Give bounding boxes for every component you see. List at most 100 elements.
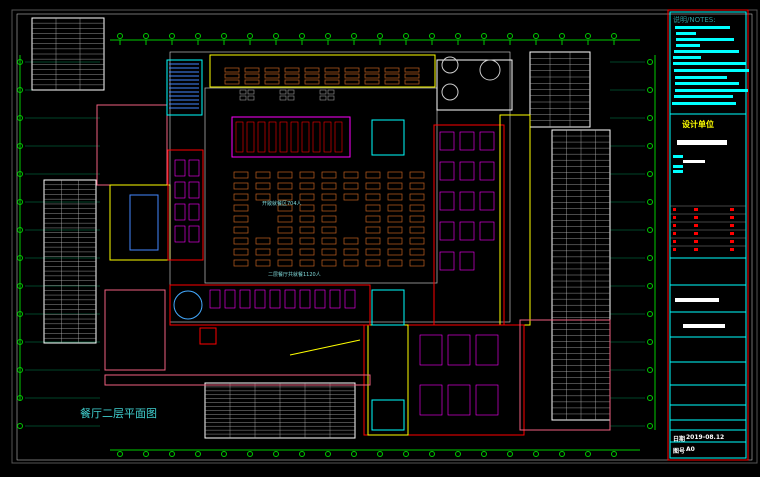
axis-bubble bbox=[17, 311, 23, 317]
axis-bubble bbox=[169, 33, 175, 39]
dining-table bbox=[233, 193, 249, 201]
round-table bbox=[239, 89, 247, 95]
axis-bubble bbox=[325, 451, 331, 457]
total-seating-label: 二层餐厅共就餐1120人 bbox=[268, 272, 321, 278]
axis-bubble bbox=[221, 33, 227, 39]
dining-table bbox=[244, 79, 260, 85]
axis-bubble bbox=[247, 33, 253, 39]
dining-table bbox=[321, 171, 337, 179]
tb-cell bbox=[730, 224, 734, 227]
dining-table bbox=[277, 182, 293, 190]
kitchen-equipment bbox=[447, 384, 471, 416]
tb-text bbox=[683, 160, 705, 163]
axis-bubble bbox=[169, 451, 175, 457]
dining-table bbox=[277, 193, 293, 201]
axis-bubble bbox=[507, 451, 513, 457]
dining-table bbox=[365, 226, 381, 234]
dining-table bbox=[343, 171, 359, 179]
design-unit-name bbox=[677, 140, 727, 145]
dining-table bbox=[277, 215, 293, 223]
tb-cell bbox=[730, 216, 734, 219]
axis-bubble bbox=[17, 283, 23, 289]
kitchen-equipment bbox=[479, 161, 495, 181]
dining-table bbox=[277, 237, 293, 245]
kitchen-equipment bbox=[447, 334, 471, 366]
dining-table bbox=[365, 171, 381, 179]
kitchen-equipment bbox=[439, 251, 455, 271]
dining-table bbox=[409, 226, 425, 234]
dining-table bbox=[233, 248, 249, 256]
dining-table bbox=[277, 248, 293, 256]
dining-table bbox=[255, 248, 271, 256]
axis-bubble bbox=[273, 33, 279, 39]
dining-table bbox=[384, 67, 400, 73]
kitchen-equipment bbox=[475, 334, 499, 366]
kitchen-equipment bbox=[479, 131, 495, 151]
tb-cell bbox=[694, 232, 698, 235]
tb-cell bbox=[694, 240, 698, 243]
kitchen-equipment bbox=[209, 289, 221, 309]
dining-table bbox=[387, 248, 403, 256]
kitchen-equipment bbox=[188, 203, 200, 221]
dining-table bbox=[299, 237, 315, 245]
buffet-unit bbox=[235, 121, 244, 153]
axis-bubble bbox=[17, 423, 23, 429]
axis-bubble bbox=[585, 451, 591, 457]
tb-cell bbox=[673, 240, 676, 243]
axis-bubble bbox=[195, 33, 201, 39]
dining-table bbox=[387, 259, 403, 267]
tb-cell bbox=[673, 232, 676, 235]
kitchen-equipment bbox=[174, 181, 186, 199]
kitchen-equipment bbox=[284, 289, 296, 309]
dining-table bbox=[387, 182, 403, 190]
axis-bubble bbox=[647, 367, 653, 373]
stair bbox=[166, 59, 203, 116]
round-table bbox=[287, 89, 295, 95]
date-label: 日期 bbox=[673, 436, 686, 443]
dining-table bbox=[409, 182, 425, 190]
dining-table bbox=[244, 67, 260, 73]
project-name bbox=[675, 298, 719, 302]
kitchen-equipment bbox=[174, 203, 186, 221]
kitchen-equipment bbox=[224, 289, 236, 309]
dining-table bbox=[233, 171, 249, 179]
axis-bubble bbox=[647, 59, 653, 65]
outline bbox=[104, 289, 166, 371]
dining-table bbox=[277, 204, 293, 212]
dining-table bbox=[344, 79, 360, 85]
dining-table bbox=[409, 248, 425, 256]
dining-table bbox=[299, 182, 315, 190]
dining-table bbox=[387, 226, 403, 234]
axis-bubble bbox=[17, 59, 23, 65]
kitchen-equipment bbox=[419, 384, 443, 416]
kitchen-equipment bbox=[254, 289, 266, 309]
dining-table bbox=[255, 171, 271, 179]
dining-table bbox=[365, 248, 381, 256]
kitchen-equipment bbox=[439, 131, 455, 151]
dining-hall bbox=[204, 87, 438, 284]
tb-cell bbox=[694, 216, 698, 219]
dining-table bbox=[233, 204, 249, 212]
tb-text bbox=[673, 155, 683, 158]
outline bbox=[96, 104, 168, 186]
tb-cell bbox=[730, 248, 734, 251]
tb-text bbox=[673, 165, 683, 168]
axis-bubble bbox=[481, 33, 487, 39]
dining-table bbox=[387, 237, 403, 245]
open-dining-area-label: 开敞就餐区704人 bbox=[262, 201, 302, 207]
round-table bbox=[247, 95, 255, 101]
dining-table bbox=[409, 215, 425, 223]
axis-bubble bbox=[507, 33, 513, 39]
note-text bbox=[674, 50, 739, 53]
kitchen-equipment bbox=[344, 289, 356, 309]
dining-table bbox=[404, 67, 420, 73]
axis-bubble bbox=[17, 115, 23, 121]
round-table-large bbox=[441, 56, 459, 74]
axis-bubble bbox=[647, 143, 653, 149]
dining-table bbox=[321, 182, 337, 190]
dining-table bbox=[255, 237, 271, 245]
tb-cell bbox=[694, 248, 698, 251]
axis-bubble bbox=[647, 171, 653, 177]
